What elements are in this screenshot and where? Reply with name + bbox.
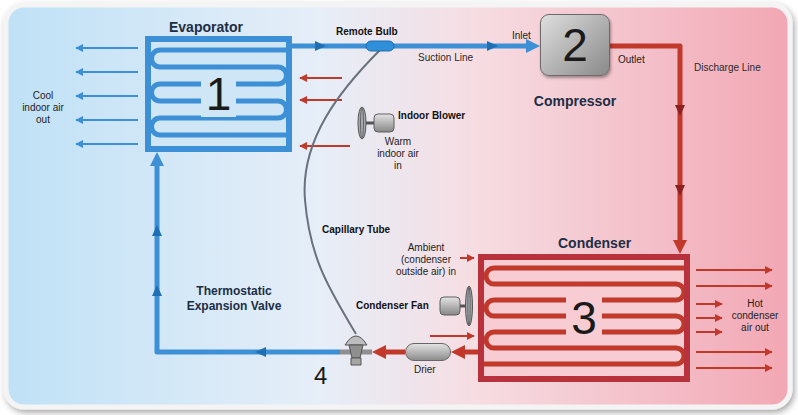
evaporator-coils [145,36,292,152]
callout-number: 2 [562,22,588,68]
airflow-label: Hot condenser air out [726,298,784,334]
port-label: Inlet [512,30,531,42]
valve-shape [340,330,372,366]
refrigerant-pipe [378,350,405,355]
callout-number: 1 [201,71,237,117]
refrigerant-pipe [610,46,680,248]
flow-arrows [152,41,685,357]
airflow-label: Ambient (condenser outside air) in [388,242,464,278]
refrigerant-pipe [457,350,478,355]
pipe-label: Suction Line [418,52,473,64]
part-label: Capillary Tube [322,224,390,236]
compressor-body: 2Compressor [540,14,610,76]
condenser-fan-icon [440,286,473,326]
condenser-coil: Condenser3 [478,254,690,382]
component-label: Drier [414,364,436,376]
callout-number: 4 [314,364,327,388]
condenser-coils [478,254,690,382]
airflow-label: Warm indoor air in [376,136,420,172]
callout-number: 3 [566,295,602,341]
part-label: Remote Bulb [336,26,398,38]
component-heading: Compressor [534,93,616,109]
cool-air-arrows [76,48,138,144]
part-label: Condenser Fan [356,300,429,312]
component-heading: Evaporator [169,19,243,35]
remote-bulb [366,41,394,51]
pipe-label: Discharge Line [694,62,761,74]
indoor-blower-icon [358,107,394,139]
expansion-valve: Thermostatic Expansion Valve4 [340,330,372,366]
part-label: Indoor Blower [398,110,465,122]
component-heading: Condenser [558,235,631,251]
warm-air-arrows [300,78,772,368]
filter-drier: Drier [405,343,451,361]
evaporator-coil: Evaporator1 [145,36,292,152]
refrigerant-pipe [157,158,340,352]
airflow-label: Cool indoor air out [20,90,66,126]
port-label: Outlet [618,54,645,66]
capillary-tube [305,50,380,334]
component-heading: Thermostatic Expansion Valve [168,284,300,314]
panel [6,5,790,407]
